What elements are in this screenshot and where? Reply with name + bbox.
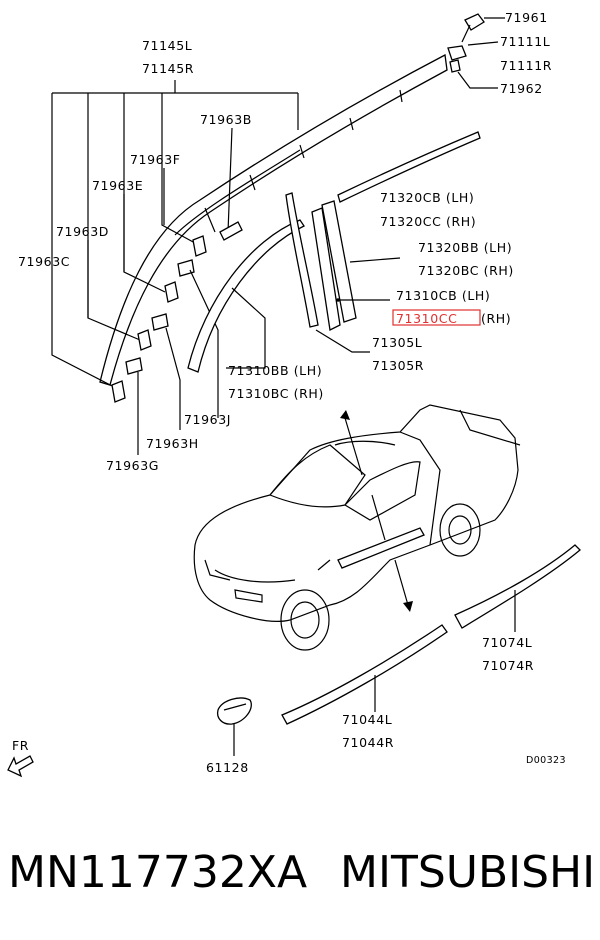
label-71963g: 71963G bbox=[106, 458, 159, 473]
label-71963f: 71963F bbox=[130, 152, 181, 167]
label-71145l: 71145L bbox=[142, 38, 192, 53]
clip-71963h bbox=[151, 313, 169, 331]
window-strip-71320cb bbox=[337, 131, 481, 203]
pillar-garnish-71310cb bbox=[311, 207, 341, 331]
label-71963c: 71963C bbox=[18, 254, 70, 269]
side-moulding-71074 bbox=[454, 544, 581, 629]
footer-part-number: MN117732XA bbox=[8, 847, 307, 898]
clip-71963c bbox=[111, 380, 126, 403]
label-71320bc: 71320BC (RH) bbox=[418, 263, 514, 278]
label-71305l: 71305L bbox=[372, 335, 422, 350]
clip-71963f bbox=[192, 235, 207, 257]
label-71310cc: 71310CC bbox=[396, 311, 457, 326]
label-71305r: 71305R bbox=[372, 358, 424, 373]
label-71074l: 71074L bbox=[482, 635, 532, 650]
label-71963e: 71963E bbox=[92, 178, 143, 193]
label-71310bc: 71310BC (RH) bbox=[228, 386, 324, 401]
label-71044r: 71044R bbox=[342, 735, 394, 750]
footer-brand: MITSUBISHI bbox=[340, 847, 595, 898]
label-71963d: 71963D bbox=[56, 224, 109, 239]
clip-71963e bbox=[164, 281, 179, 303]
side-marker-61128 bbox=[216, 697, 252, 725]
roof-drip-moulding bbox=[99, 53, 448, 386]
clip-71963g bbox=[125, 357, 143, 375]
label-71310cb: 71310CB (LH) bbox=[396, 288, 490, 303]
label-71961: 71961 bbox=[505, 10, 548, 25]
label-71310cc-rh: (RH) bbox=[481, 311, 511, 326]
front-direction-arrow bbox=[7, 755, 34, 778]
front-marker: FR bbox=[12, 738, 29, 753]
label-71074r: 71074R bbox=[482, 658, 534, 673]
label-71320cb: 71320CB (LH) bbox=[380, 190, 474, 205]
label-71963j: 71963J bbox=[184, 412, 231, 427]
screw-clip-71961 bbox=[447, 13, 485, 73]
label-71962: 71962 bbox=[500, 81, 543, 96]
clip-71963b bbox=[219, 221, 243, 241]
highlight-box bbox=[392, 309, 481, 326]
label-71963b: 71963B bbox=[200, 112, 252, 127]
side-moulding-71044 bbox=[281, 624, 448, 725]
pillar-garnish-71320bb bbox=[321, 200, 357, 323]
label-71320bb: 71320BB (LH) bbox=[418, 240, 512, 255]
label-71320cc: 71320CC (RH) bbox=[380, 214, 476, 229]
pillar-garnish-71305 bbox=[285, 192, 319, 328]
pickup-truck-outline bbox=[193, 404, 521, 651]
label-71310bb: 71310BB (LH) bbox=[228, 363, 322, 378]
diagram-code: D00323 bbox=[526, 755, 566, 766]
label-71111l: 71111L bbox=[500, 34, 550, 49]
clip-71963j bbox=[177, 259, 195, 277]
label-71044l: 71044L bbox=[342, 712, 392, 727]
label-61128: 61128 bbox=[206, 760, 249, 775]
label-71963h: 71963H bbox=[146, 436, 199, 451]
label-71111r: 71111R bbox=[500, 58, 552, 73]
label-71145r: 71145R bbox=[142, 61, 194, 76]
clip-71963d bbox=[137, 329, 152, 351]
belt-moulding-71310bb bbox=[187, 219, 305, 373]
